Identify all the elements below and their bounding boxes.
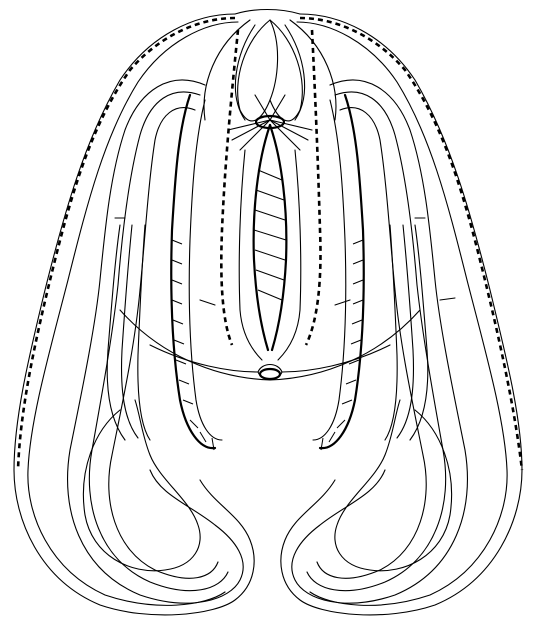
- central-column: [204, 20, 336, 380]
- right-hatch-marks: [321, 240, 363, 450]
- mouth-core: [260, 369, 280, 379]
- spindle-hatch-marks: [254, 170, 286, 300]
- outer-contour-right: [281, 14, 522, 615]
- left-strand-1: [107, 225, 125, 440]
- right-hatched-band: [320, 95, 364, 448]
- top-lens-1: [238, 20, 278, 121]
- right-loop-3: [317, 108, 426, 579]
- left-loop-2: [89, 92, 228, 591]
- left-hatched-band: [171, 95, 215, 448]
- tick-left-2: [200, 300, 215, 305]
- channel-right: [278, 150, 301, 360]
- top-arc-left: [204, 20, 250, 120]
- top-cap: [235, 10, 300, 15]
- knot-rays: [228, 95, 312, 150]
- tick-right-3: [440, 298, 455, 300]
- outer-contour-2: [28, 22, 238, 605]
- outer-outline: [14, 10, 522, 615]
- outer-contour-2-right: [297, 22, 507, 605]
- central-right-dashed: [306, 30, 320, 345]
- left-hatch-marks: [172, 240, 214, 450]
- left-loop-3: [109, 108, 218, 579]
- outer-beaded-border: [18, 18, 235, 470]
- right-inner-blob: [335, 400, 452, 571]
- central-spindle-left: [254, 125, 270, 350]
- right-strand-1: [410, 225, 428, 440]
- outer-contour: [14, 14, 254, 615]
- right-loop-2: [307, 92, 446, 591]
- left-inner-blob: [83, 400, 200, 571]
- right-strand-3: [385, 225, 397, 440]
- tick-right-2: [335, 300, 350, 305]
- left-band-inner: [189, 100, 222, 440]
- top-lens-4: [285, 25, 305, 120]
- channel-left: [239, 150, 262, 360]
